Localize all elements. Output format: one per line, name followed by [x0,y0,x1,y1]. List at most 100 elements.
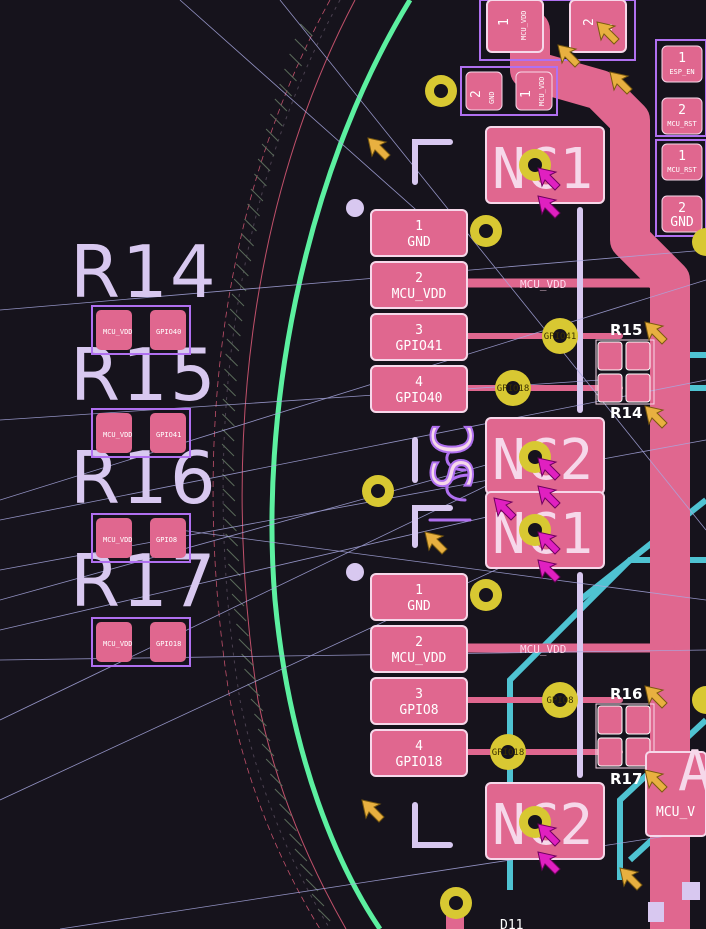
pad-number: 1 [678,149,686,164]
pad-net: MCU_VDD [392,287,447,302]
pad-net: ESP_EN [669,68,694,76]
pad-net: GND [488,91,496,104]
via[interactable] [440,887,472,919]
footprint-r17[interactable]: MCU_VDD GPIO18 [91,617,191,667]
pad-net: GPIO8 [399,703,438,718]
track-net-label: MCU_VDD [520,643,566,656]
resistor-ref: R16 [610,685,642,703]
pad-number: 4 [415,739,423,754]
via[interactable] [362,475,394,507]
drc-warning-arrow-icon[interactable] [619,867,643,891]
pad-net: GPIO8 [156,536,177,544]
pad-number: 4 [415,375,423,390]
via[interactable] [470,579,502,611]
pad-net: GPIO41 [396,339,443,354]
connector-pad[interactable]: 4 GPIO18 [370,729,468,777]
drc-warning-arrow-icon[interactable] [361,799,385,823]
pad-net: MCU_VDD [392,651,447,666]
right-pads[interactable]: 1 ESP_EN 2 MCU_RST 1 MCU_RST 2 GND [655,39,706,237]
connector-pad[interactable]: 2 MCU_VDD [370,261,468,309]
left-resistor-footprints[interactable]: MCU_VDD GPIO40 MCU_VDD GPIO41 MCU_VDD GP… [91,305,191,667]
marker-square [648,902,664,922]
pad-net: MCU_VDD [103,536,133,544]
pad-net: MCU_RST [667,120,697,128]
resistor-ref: R14 [610,404,642,422]
resistor-ref: R15 [610,321,642,339]
via-net: GPIO18 [497,384,530,394]
pad-net: MCU_VDD [103,431,133,439]
small-resistors[interactable]: R15 R14 R16 R17 [595,321,655,788]
via[interactable] [425,75,457,107]
ref-label: R15 [70,333,218,417]
pad-net: MCU_VDD [103,640,133,648]
resistor-r15-r14[interactable] [595,339,655,405]
pad-number: 2 [582,18,597,26]
via[interactable] [692,686,706,714]
silk-letters: SC [421,423,486,490]
pad-number: 1 [415,219,423,234]
track-net-label: MCU_VDD [520,278,566,291]
pad-number: 1 [519,90,534,98]
pad-net: MCU_VDD [103,328,133,336]
connector-pad[interactable]: 3 GPIO8 [370,677,468,725]
top-pads[interactable]: 1 MCU_VDD 2 3V3 2 GND 1 MCU_VDD [460,0,636,116]
pad-net: MCU_RST [667,166,697,174]
component-net: MCU_V [656,805,695,820]
component-ref: A [678,739,706,804]
left-reference-labels: R14 R15 R16 R17 [70,230,218,623]
via[interactable]: GPIO18 [495,370,531,406]
connector-silk [346,139,472,848]
pad-number: 3 [415,323,423,338]
via[interactable]: GPIO8 [542,682,578,718]
ref-label: R14 [70,230,218,314]
pad-net: GND [407,235,431,250]
keepout-hatch [212,0,356,929]
drc-warning-arrow-icon[interactable] [424,531,448,555]
connector-pad[interactable]: 2 MCU_VDD [370,625,468,673]
pad-number: 2 [415,271,423,286]
via[interactable] [692,228,706,256]
pad-net: MCU_VDD [538,76,546,106]
pad-number: 2 [678,103,686,118]
partial-component[interactable]: A MCU_V [645,739,706,837]
footprint-r15[interactable]: MCU_VDD GPIO41 [91,408,191,458]
drc-warning-arrow-icon[interactable] [367,137,391,161]
resistor-ref: R17 [610,770,642,788]
marker-square [682,882,700,900]
pad-number: 1 [678,51,686,66]
pad-net: GND [670,215,694,230]
pad-net: GPIO40 [156,328,181,336]
pad-net: GPIO40 [396,391,443,406]
ref-label: R16 [70,436,218,520]
connector-pad[interactable]: 3 GPIO41 [370,313,468,361]
via[interactable]: GPIO18 [490,734,526,770]
pad-net: GND [407,599,431,614]
nc-pad[interactable]: NC2 [485,417,605,495]
pad-net: MCU_VDD [520,10,528,40]
pad-number: 1 [497,18,512,26]
connector-pads[interactable]: 1 GND 2 MCU_VDD 3 GPIO41 4 GPIO40 1 GND … [370,209,468,777]
footprint-r14[interactable]: MCU_VDD GPIO40 [91,305,191,355]
pad-number: 3 [415,687,423,702]
via-net: GPIO18 [492,748,525,758]
pad-net: GPIO18 [396,755,443,770]
connector-pad[interactable]: 1 GND [370,573,468,621]
resistor-r16-r17[interactable] [595,703,655,769]
via[interactable] [470,215,502,247]
hatch-lines [221,23,331,922]
pad-net: GPIO41 [156,431,181,439]
via-net: GPIO8 [546,696,573,706]
footprint-r16[interactable]: MCU_VDD GPIO8 [91,513,191,563]
connector-pad[interactable]: 4 GPIO40 [370,365,468,413]
bottom-ref-label: D11 [500,918,523,929]
pad-net: GPIO18 [156,640,181,648]
via[interactable]: GPIO41 [542,318,578,354]
board-outline [269,0,413,929]
pad-number: 2 [678,201,686,216]
ref-label: R17 [70,539,218,623]
pad-number: 2 [415,635,423,650]
pad-number: 2 [469,90,484,98]
via-net: GPIO41 [544,332,577,342]
connector-pad[interactable]: 1 GND [370,209,468,257]
